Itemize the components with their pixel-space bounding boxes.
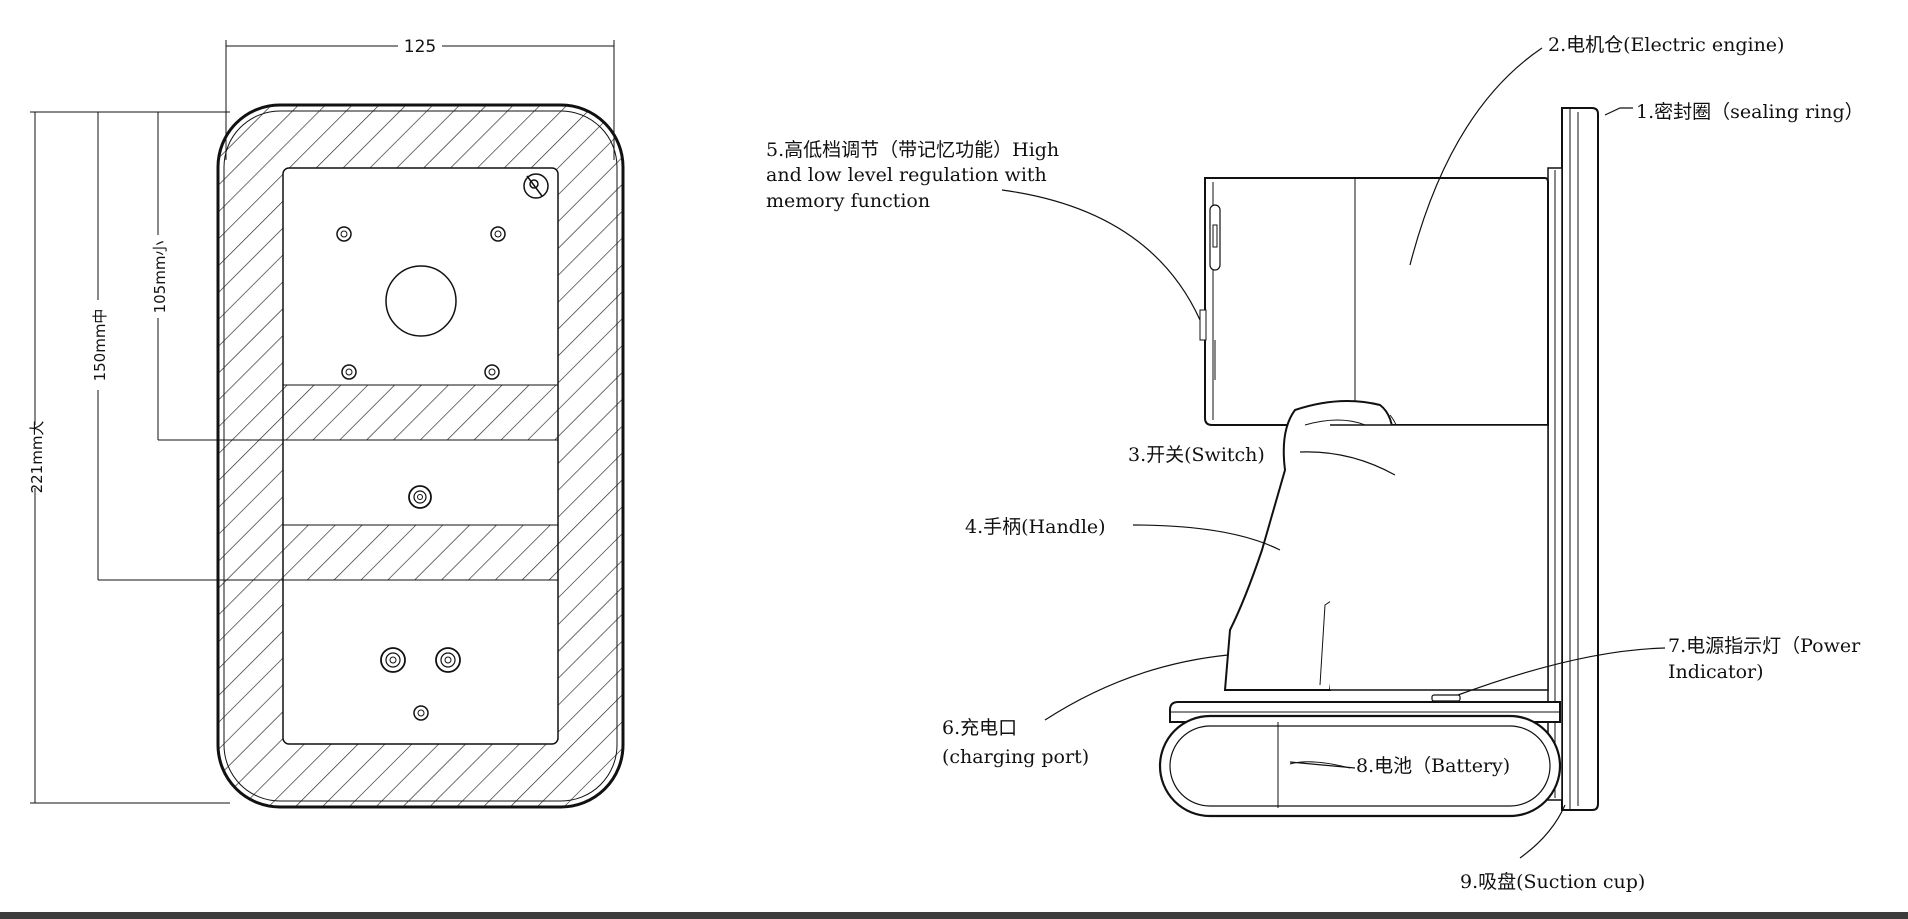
callout-regulation-line-1: 5.高低档调节（带记忆功能）High (766, 139, 1059, 161)
power-indicator (1431, 694, 1461, 702)
screw-icons (336, 226, 506, 721)
callout-labels: 1.密封圈（sealing ring） 2.电机仓(Electric engin… (766, 34, 1864, 893)
callout-regulation-line-3: memory function (766, 190, 930, 212)
large-size-dimension: 221mm大 (28, 421, 46, 494)
small-size-dimension: 105mm小 (151, 241, 169, 314)
center-hole (385, 265, 457, 337)
side-view (1158, 107, 1599, 818)
mounting-plate (282, 167, 559, 745)
hook-icon (523, 173, 549, 199)
callout-suction-cup: 9.吸盘(Suction cup) (1460, 871, 1645, 893)
motor-housing (1204, 177, 1549, 426)
callout-battery: 8.电池（Battery) (1356, 755, 1510, 777)
callout-electric-engine: 2.电机仓(Electric engine) (1548, 34, 1784, 56)
callout-handle: 4.手柄(Handle) (965, 516, 1106, 538)
dimension-lines (30, 40, 615, 804)
leader-lines (1001, 47, 1666, 859)
battery (1158, 714, 1562, 818)
callout-power-line-2: Indicator) (1668, 661, 1764, 683)
sealing-ring (1561, 107, 1599, 811)
callout-regulation-line-2: and low level regulation with (766, 164, 1047, 186)
callout-charging-line-1: 6.充电口 (942, 717, 1017, 739)
width-dimension: 125 (404, 37, 436, 57)
medium-size-dimension: 150mm中 (91, 309, 109, 382)
taskbar-strip (0, 912, 1908, 919)
callout-charging-line-2: (charging port) (942, 746, 1089, 768)
callout-power-line-1: 7.电源指示灯（Power (1668, 635, 1861, 657)
callout-switch: 3.开关(Switch) (1128, 444, 1265, 466)
front-view: 125 221mm大 150mm中 105mm小 (28, 37, 625, 809)
callout-sealing-ring: 1.密封圈（sealing ring） (1636, 101, 1864, 123)
